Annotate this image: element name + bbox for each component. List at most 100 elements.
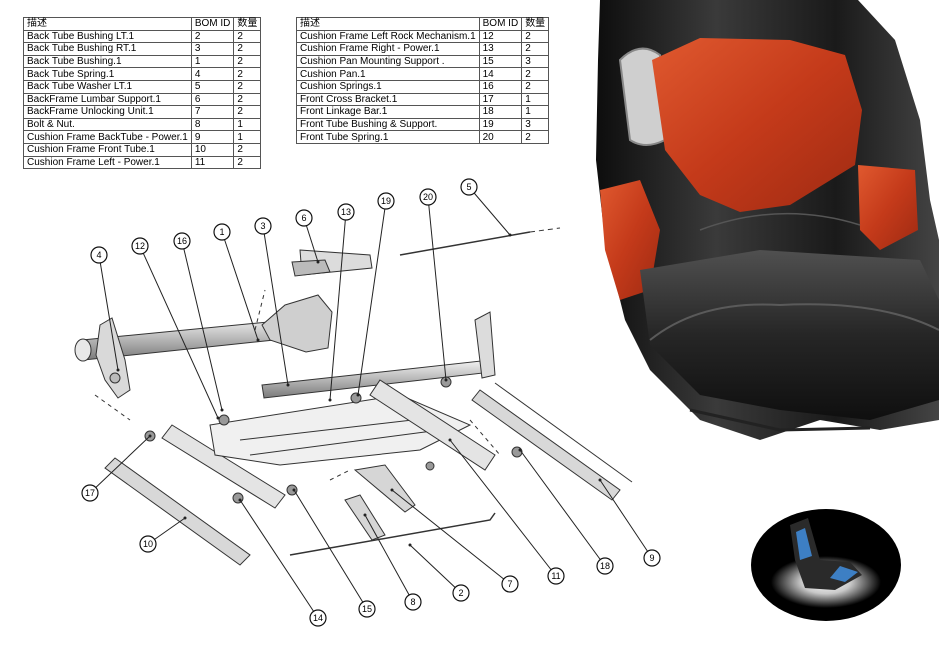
- callout-leader-line: [89, 435, 151, 494]
- callout-leader-line: [221, 231, 259, 341]
- callout-leader-dot: [328, 398, 332, 402]
- callout-leader-line: [293, 489, 368, 610]
- callout-circle: [90, 246, 108, 264]
- callout-number: 10: [143, 539, 153, 549]
- bom-table-right: 描述 BOM ID 数量 Cushion Frame Left Rock Mec…: [296, 17, 550, 144]
- bom-cell-description: Cushion Frame Left - Power.1: [23, 155, 192, 170]
- callout-balloon-16: 16: [173, 232, 191, 250]
- callout-number: 12: [135, 241, 145, 251]
- callout-number: 6: [301, 213, 306, 223]
- header-quantity: 数量: [521, 17, 550, 31]
- callout-leader-line: [599, 479, 653, 559]
- callout-balloon-12: 12: [131, 237, 149, 255]
- callout-number: 15: [362, 604, 372, 614]
- callout-leader-dot: [518, 448, 522, 452]
- callout-balloon-7: 7: [501, 575, 519, 593]
- callout-leader-dot: [363, 513, 367, 517]
- callout-leader-dot: [408, 543, 412, 547]
- bom-cell-quantity: 2: [233, 155, 262, 170]
- callout-balloon-8: 8: [404, 593, 422, 611]
- callout-number: 4: [96, 250, 101, 260]
- callout-circle: [643, 549, 661, 567]
- callout-circle: [501, 575, 519, 593]
- callout-leader-line: [519, 449, 606, 567]
- callout-circle: [254, 217, 272, 235]
- callout-circle: [377, 192, 395, 210]
- callout-number: 13: [341, 207, 351, 217]
- bom-cell-quantity: 2: [521, 130, 550, 144]
- callout-balloon-19: 19: [377, 192, 395, 210]
- callout-leader-dot: [183, 516, 187, 520]
- callout-leader-dot: [508, 233, 512, 237]
- callout-leader-line: [239, 499, 319, 619]
- seat-thumbnail-image: [751, 509, 901, 621]
- callout-number: 20: [423, 192, 433, 202]
- callout-circle: [309, 609, 327, 627]
- callout-leader-dot: [256, 338, 260, 342]
- callout-circle: [419, 188, 437, 206]
- callout-circle: [452, 584, 470, 602]
- callout-number: 17: [85, 488, 95, 498]
- callout-number: 18: [600, 561, 610, 571]
- bom-cell-description: Front Tube Spring.1: [296, 130, 480, 144]
- callout-leader-dot: [316, 260, 320, 264]
- callout-leader-dot: [238, 498, 242, 502]
- callout-leader-line: [181, 240, 223, 411]
- callout-circle: [295, 209, 313, 227]
- callout-circle: [173, 232, 191, 250]
- callout-balloon-9: 9: [643, 549, 661, 567]
- callout-leaders: [89, 186, 653, 619]
- callout-leader-dot: [448, 438, 452, 442]
- callout-balloon-6: 6: [295, 209, 313, 227]
- callout-number: 1: [219, 227, 224, 237]
- callout-leader-dot: [444, 378, 448, 382]
- callout-number: 3: [260, 221, 265, 231]
- callout-leader-line: [409, 544, 462, 594]
- callout-number: 2: [458, 588, 463, 598]
- callout-leader-dot: [598, 478, 602, 482]
- mechanical-parts: [74, 227, 633, 566]
- callout-circle: [213, 223, 231, 241]
- callout-circle: [460, 178, 478, 196]
- callout-balloon-15: 15: [358, 600, 376, 618]
- callout-balloon-18: 18: [596, 557, 614, 575]
- callout-leader-line: [98, 254, 119, 371]
- callout-leader-line: [468, 186, 511, 236]
- callout-balloon-11: 11: [547, 567, 565, 585]
- callout-circle: [131, 237, 149, 255]
- callout-leader-line: [427, 196, 447, 381]
- callout-leader-dot: [390, 488, 394, 492]
- callout-number: 16: [177, 236, 187, 246]
- callout-number: 7: [507, 579, 512, 589]
- callout-leader-dot: [286, 383, 290, 387]
- callout-circle: [547, 567, 565, 585]
- callout-number: 19: [381, 196, 391, 206]
- bom-cell-bom-id: 11: [190, 155, 235, 170]
- callout-balloon-5: 5: [460, 178, 478, 196]
- callout-leader-dot: [356, 393, 360, 397]
- bom-cell-quantity: 2: [233, 54, 262, 69]
- callout-balloon-14: 14: [309, 609, 327, 627]
- callout-balloon-10: 10: [139, 535, 157, 553]
- callout-leader-dot: [116, 368, 120, 372]
- callout-number: 11: [551, 571, 560, 581]
- seat-render-image: [596, 0, 939, 440]
- callout-balloon-1: 1: [213, 223, 231, 241]
- callout-leader-line: [329, 211, 347, 401]
- callout-circle: [139, 535, 157, 553]
- callout-number: 5: [466, 182, 471, 192]
- callout-leader-dot: [216, 416, 220, 420]
- callout-leader-dot: [292, 488, 296, 492]
- callout-number: 8: [410, 597, 415, 607]
